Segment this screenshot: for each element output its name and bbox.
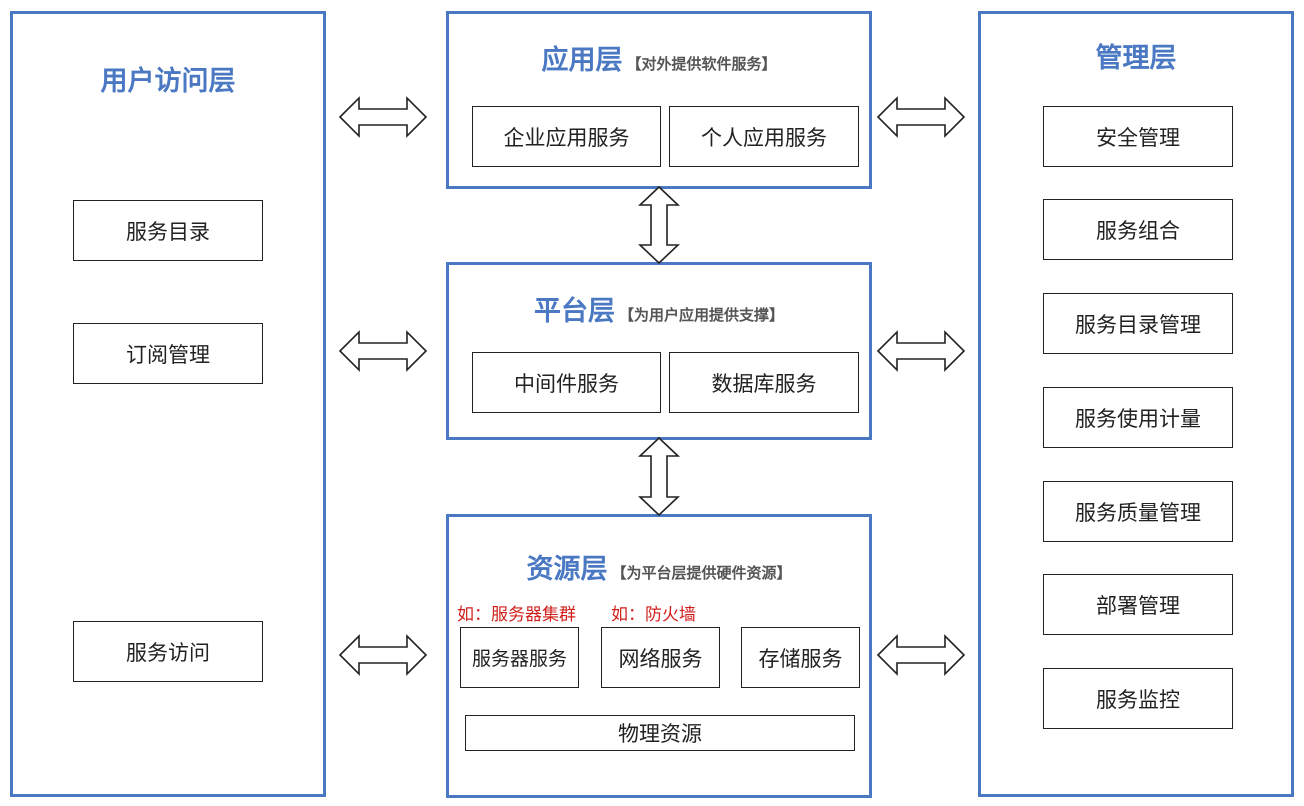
service-quality-management-box: 服务质量管理 bbox=[1043, 481, 1233, 542]
personal-app-service-box: 个人应用服务 bbox=[669, 106, 859, 167]
server-cluster-note: 如：服务器集群 bbox=[457, 605, 576, 625]
server-service-box: 服务器服务 bbox=[460, 627, 579, 688]
physical-resources-box: 物理资源 bbox=[465, 715, 855, 751]
double-arrow-left-mid-icon bbox=[338, 330, 428, 372]
platform-layer-title: 平台层 bbox=[533, 296, 615, 327]
double-arrow-vertical-upper-icon bbox=[637, 185, 681, 265]
double-arrow-right-mid-icon bbox=[876, 330, 966, 372]
database-service-box: 数据库服务 bbox=[669, 352, 859, 413]
resource-layer-title: 资源层 bbox=[526, 554, 608, 585]
firewall-note: 如：防火墙 bbox=[611, 605, 696, 625]
service-monitoring-box: 服务监控 bbox=[1043, 668, 1233, 729]
application-layer-panel: 应用层 【对外提供软件服务】 企业应用服务 个人应用服务 bbox=[446, 11, 872, 189]
double-arrow-left-top-icon bbox=[338, 96, 428, 138]
application-layer-subtitle: 【对外提供软件服务】 bbox=[626, 55, 777, 73]
resource-layer-panel: 资源层 【为平台层提供硬件资源】 如：服务器集群 如：防火墙 服务器服务 网络服… bbox=[446, 514, 872, 798]
double-arrow-vertical-lower-icon bbox=[637, 436, 681, 517]
subscription-management-box: 订阅管理 bbox=[73, 323, 263, 384]
double-arrow-left-bottom-icon bbox=[338, 634, 428, 676]
service-composition-box: 服务组合 bbox=[1043, 199, 1233, 260]
platform-layer-heading: 平台层 【为用户应用提供支撑】 bbox=[449, 289, 869, 328]
service-catalog-management-box: 服务目录管理 bbox=[1043, 293, 1233, 354]
double-arrow-right-top-icon bbox=[876, 96, 966, 138]
user-access-layer-panel: 用户访问层 服务目录 订阅管理 服务访问 bbox=[10, 11, 326, 797]
application-layer-heading: 应用层 【对外提供软件服务】 bbox=[449, 38, 869, 77]
service-access-box: 服务访问 bbox=[73, 621, 263, 682]
application-layer-title: 应用层 bbox=[541, 45, 623, 76]
resource-layer-subtitle: 【为平台层提供硬件资源】 bbox=[611, 564, 792, 582]
security-management-box: 安全管理 bbox=[1043, 106, 1233, 167]
enterprise-app-service-box: 企业应用服务 bbox=[472, 106, 661, 167]
platform-layer-panel: 平台层 【为用户应用提供支撑】 中间件服务 数据库服务 bbox=[446, 262, 872, 440]
middleware-service-box: 中间件服务 bbox=[472, 352, 661, 413]
deployment-management-box: 部署管理 bbox=[1043, 574, 1233, 635]
network-service-box: 网络服务 bbox=[601, 627, 720, 688]
resource-layer-heading: 资源层 【为平台层提供硬件资源】 bbox=[449, 547, 869, 586]
service-catalog-box: 服务目录 bbox=[73, 200, 263, 261]
platform-layer-subtitle: 【为用户应用提供支撑】 bbox=[618, 306, 784, 324]
user-access-layer-title: 用户访问层 bbox=[100, 66, 236, 97]
management-layer-title: 管理层 bbox=[1095, 43, 1177, 74]
service-usage-metering-box: 服务使用计量 bbox=[1043, 387, 1233, 448]
double-arrow-right-bottom-icon bbox=[876, 634, 966, 676]
management-layer-panel: 管理层 安全管理 服务组合 服务目录管理 服务使用计量 服务质量管理 部署管理 … bbox=[978, 11, 1294, 797]
storage-service-box: 存储服务 bbox=[741, 627, 860, 688]
